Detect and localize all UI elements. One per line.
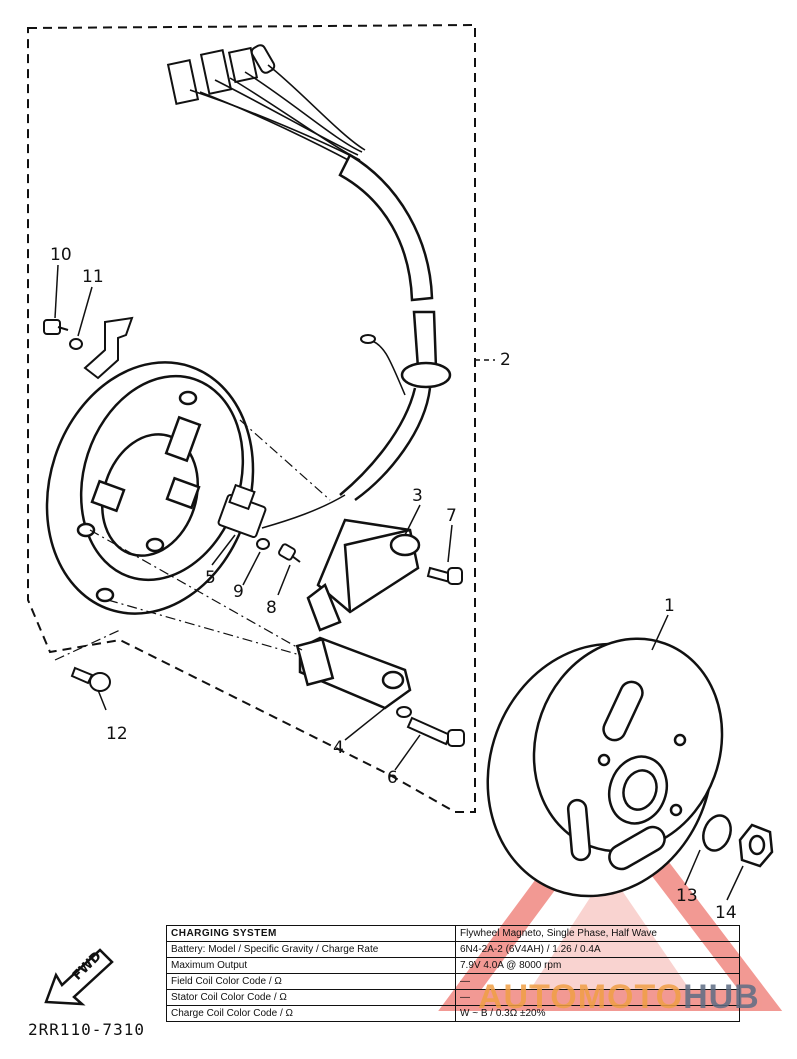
watermark-part1: AUTOMOTO — [478, 978, 684, 1016]
charge-coil-4 — [295, 636, 412, 710]
table-row: Battery: Model / Specific Gravity / Char… — [166, 941, 740, 958]
table-title-value: Flywheel Magneto, Single Phase, Half Wav… — [455, 925, 740, 942]
table-cell-label: Charge Coil Color Code / Ω — [166, 1005, 456, 1022]
table-row: Charge Coil Color Code / Ω W ~ B / 0.3Ω … — [166, 1005, 740, 1022]
table-row: Field Coil Color Code / Ω — — [166, 973, 740, 990]
callout-6: 6 — [387, 768, 398, 788]
harness-sleeve — [338, 153, 434, 302]
fwd-arrow-icon — [44, 948, 114, 1006]
washer-9 — [256, 538, 270, 550]
wire-harness — [189, 64, 366, 163]
assembly-boundary — [27, 23, 476, 813]
leader-line-1 — [651, 614, 669, 651]
table-row: CHARGING SYSTEM Flywheel Magneto, Single… — [166, 925, 740, 942]
grommet — [400, 361, 452, 389]
screw-12 — [70, 666, 111, 692]
cable-to-stator — [339, 387, 432, 502]
leader-line-14 — [726, 865, 744, 901]
wire-connector — [166, 44, 276, 106]
charging-system-spec-table: CHARGING SYSTEM Flywheel Magneto, Single… — [166, 925, 740, 1022]
cdi-unit-3 — [306, 518, 421, 632]
pickup-wire — [261, 494, 346, 529]
callout-3: 3 — [412, 486, 423, 506]
table-cell-label: Field Coil Color Code / Ω — [166, 973, 456, 990]
table-cell-label: Maximum Output — [166, 957, 456, 974]
flywheel-rotor-1 — [486, 637, 724, 898]
ground-wire — [369, 339, 406, 396]
callout-13: 13 — [676, 886, 698, 906]
screw-8 — [278, 543, 301, 563]
table-title: CHARGING SYSTEM — [166, 925, 456, 942]
table-cell-value: 7.9V 4.0A @ 8000 rpm — [455, 957, 740, 974]
nut-14 — [738, 823, 774, 868]
washer — [396, 706, 412, 718]
table-cell-value: W ~ B / 0.3Ω ±20% — [455, 1005, 740, 1022]
callout-14: 14 — [715, 903, 737, 923]
alignment-lines — [54, 419, 331, 661]
callout-10: 10 — [50, 245, 72, 265]
pickup-coil-5 — [217, 483, 267, 539]
washer-11 — [69, 338, 83, 350]
callout-11: 11 — [82, 267, 104, 287]
callout-12: 12 — [106, 724, 128, 744]
callout-4: 4 — [333, 738, 344, 758]
screw-7 — [426, 566, 463, 585]
watermark-text: AUTOMOTOHUB — [478, 978, 760, 1017]
ground-terminal — [360, 334, 376, 344]
cable-lower — [412, 310, 438, 370]
watermark-part2: HUB — [683, 978, 760, 1016]
callout-7: 7 — [446, 506, 457, 526]
washer-13 — [702, 814, 732, 852]
screw-6 — [406, 716, 465, 747]
table-row: Maximum Output 7.9V 4.0A @ 8000 rpm — [166, 957, 740, 974]
callout-8: 8 — [266, 598, 277, 618]
callout-5: 5 — [205, 568, 216, 588]
callout-9: 9 — [233, 582, 244, 602]
screw-10 — [43, 319, 69, 335]
table-cell-label: Stator Coil Color Code / Ω — [166, 989, 456, 1006]
table-cell-value: 6N4-2A-2 (6V4AH) / 1.26 / 0.4A — [455, 941, 740, 958]
bracket — [83, 316, 134, 380]
leader-line-13 — [684, 849, 701, 886]
callout-1: 1 — [664, 596, 675, 616]
part-code: 2RR110-7310 — [28, 1020, 145, 1039]
callout-leaders — [54, 264, 453, 771]
table-cell-label: Battery: Model / Specific Gravity / Char… — [166, 941, 456, 958]
callout-2: 2 — [500, 350, 511, 370]
